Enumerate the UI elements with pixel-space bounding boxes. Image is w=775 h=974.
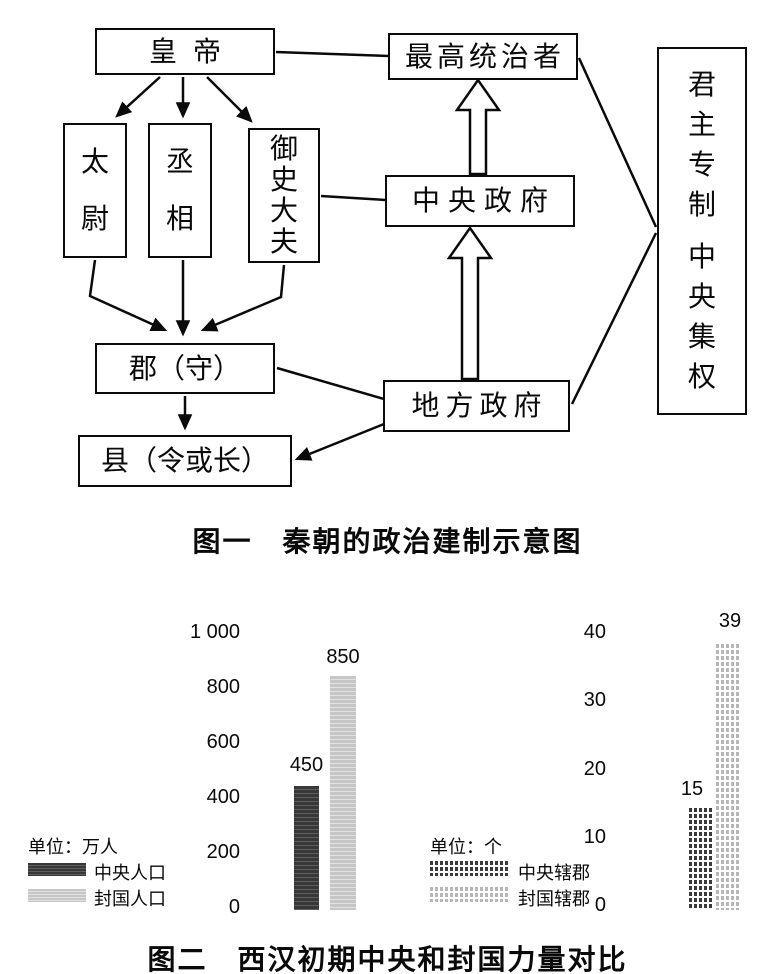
edge-local-gov-county: [294, 422, 385, 461]
chart2-y-axis: 40 30 20 10 0: [560, 620, 606, 917]
chart1-bar-value-feudal: 850: [326, 646, 360, 668]
block-arrow-central-to-supreme: [454, 77, 502, 176]
chart2-bar-feudal-commanderies: [716, 643, 740, 910]
edge-emperor-yushidafu: [206, 76, 253, 123]
edge-local-gov-monarchy: [570, 232, 658, 405]
chart2-bar-central-commanderies: [689, 807, 712, 910]
chart1-legend-label-feudal: 封国人口: [94, 889, 166, 909]
block-arrow-local-to-central: [446, 225, 494, 381]
chart1-y-axis: 1 000 800 600 400 200 0: [175, 620, 240, 919]
chart2-ytick: 40: [583, 621, 606, 643]
node-commandery-label: 郡（守）: [128, 352, 241, 384]
node-monarchy-centralization: 君主专制 中央集权: [657, 47, 747, 415]
node-emperor: 皇帝: [95, 28, 275, 75]
figure2-caption: 图二 西汉初期中央和封国力量对比: [147, 944, 628, 974]
chart2-unit-label: 单位：个: [430, 837, 502, 857]
chart1-ytick: 400: [206, 786, 240, 808]
chart1-unit-label: 单位：万人: [28, 837, 118, 857]
chart2-legend-label-feudal: 封国辖郡: [518, 889, 590, 909]
edge-emperor-supreme-ruler: [275, 50, 390, 58]
chart2-ytick: 30: [583, 689, 606, 712]
node-supreme-ruler-label: 最高统治者: [404, 40, 565, 72]
chart1-legend-swatch-central: [28, 863, 86, 876]
chart1-ytick: 200: [206, 841, 240, 863]
chart2-bar-value-central: 15: [680, 778, 704, 800]
node-local-government: 地方政府: [383, 380, 570, 432]
chart1-bar-central-population: [294, 786, 319, 910]
monarchy-label-top: 君主专制: [687, 69, 716, 220]
chart1-bar-value-central: 450: [289, 754, 324, 776]
edge-emperor-taiwei: [115, 76, 161, 118]
chart2-legend-swatch-central: [430, 861, 510, 876]
chart2-bar-value-feudal: 39: [718, 610, 742, 632]
chart1-ytick: 600: [206, 731, 240, 753]
node-central-government: 中央政府: [385, 175, 575, 227]
chart2-legend-swatch-feudal: [430, 887, 510, 902]
node-chengxiang: 丞相: [148, 123, 212, 258]
monarchy-label-bottom: 中央集权: [687, 241, 716, 392]
chart1-bar-feudal-population: [330, 676, 356, 910]
node-yushidafu: 御史大夫: [248, 128, 320, 263]
edge-local-gov-commandery: [276, 366, 385, 401]
node-supreme-ruler: 最高统治者: [388, 33, 578, 80]
node-county-label: 县（令或长）: [100, 445, 269, 476]
edge-yushidafu-central-gov: [320, 194, 387, 202]
chart2-legend-label-central: 中央辖郡: [518, 863, 590, 883]
chart2-ytick: 0: [594, 894, 606, 916]
chart2-ytick: 20: [583, 757, 606, 780]
node-county: 县（令或长）: [78, 435, 292, 487]
chart1-legend-label-central: 中央人口: [94, 863, 166, 883]
chart1-ytick: 0: [228, 896, 240, 918]
node-emperor-label: 皇帝: [148, 35, 237, 67]
node-local-government-label: 地方政府: [411, 390, 548, 421]
node-commandery: 郡（守）: [95, 343, 275, 394]
chart1-ytick: 800: [206, 676, 240, 698]
edge-supreme-ruler-monarchy: [577, 57, 658, 228]
edge-yushidafu-commandery: [200, 264, 286, 332]
edge-taiwei-commandery: [88, 259, 168, 332]
node-taiwei: 太尉: [63, 123, 127, 258]
node-central-government-label: 中央政府: [411, 185, 556, 216]
figure1-caption: 图一 秦朝的政治建制示意图: [192, 526, 583, 557]
chart1-ytick: 1 000: [189, 621, 240, 643]
chart2-ytick: 10: [583, 825, 606, 848]
chart1-legend-swatch-feudal: [28, 889, 86, 902]
